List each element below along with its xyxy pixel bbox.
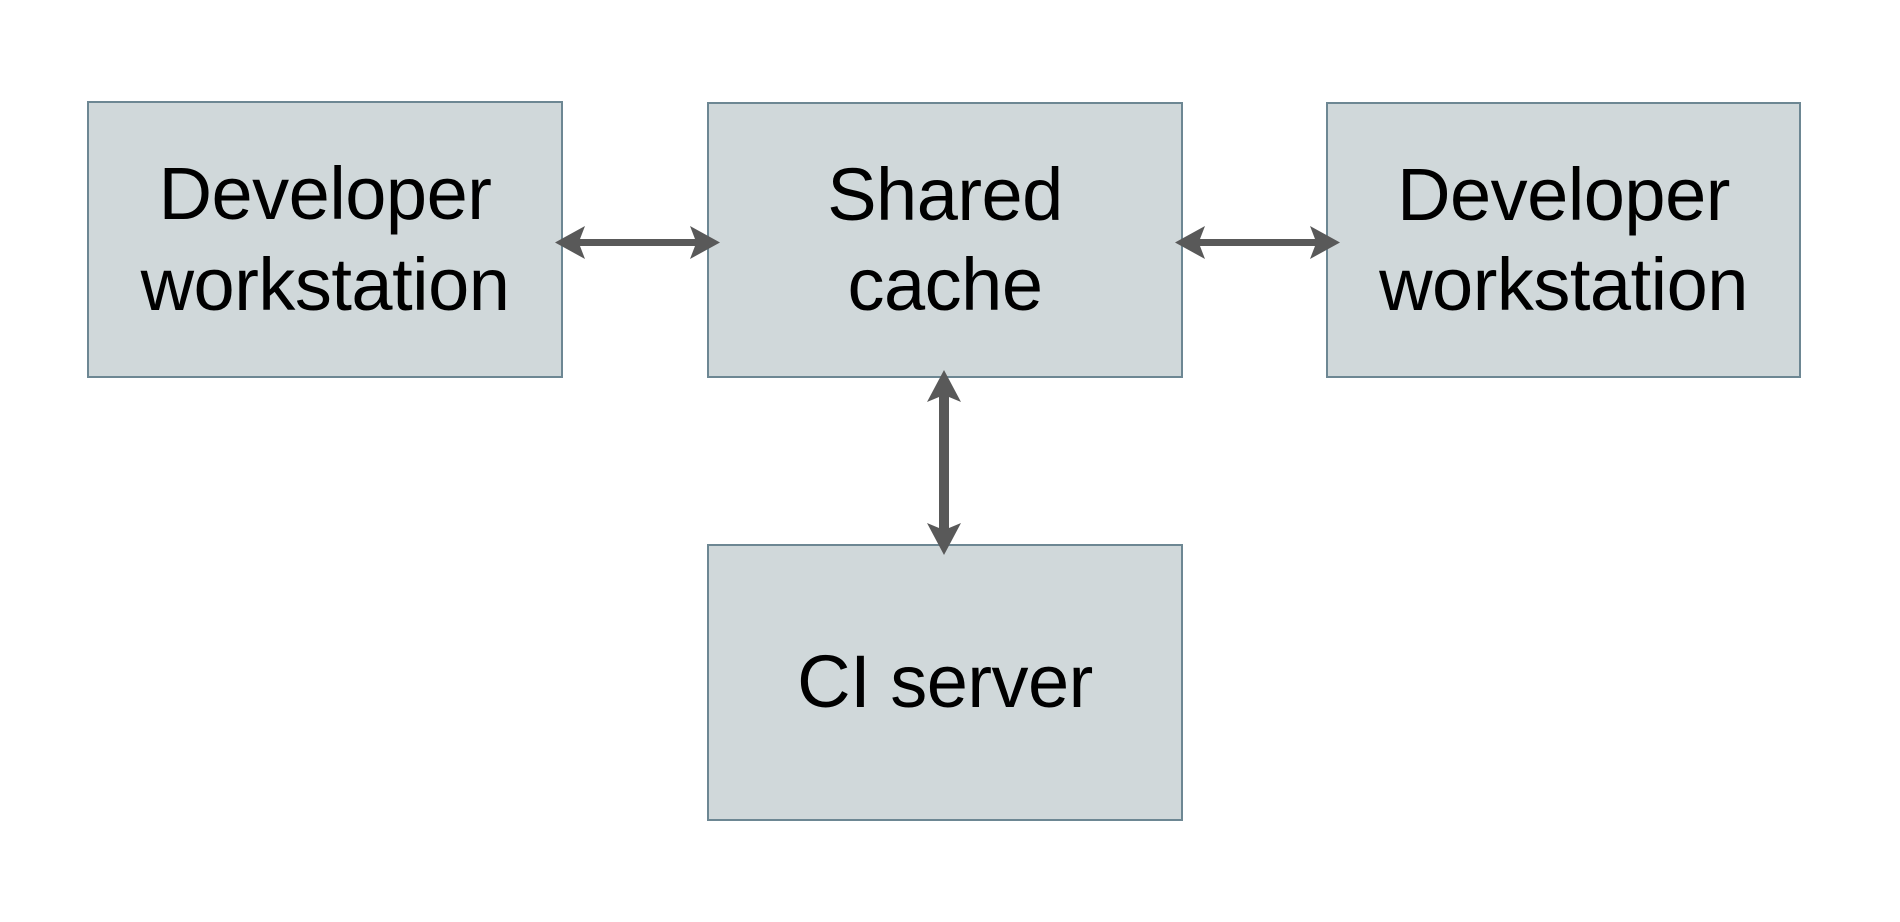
node-label: Shared cache <box>827 152 1063 326</box>
double-arrow-icon <box>555 226 720 259</box>
node-label: Developer workstation <box>1379 152 1748 326</box>
node-label: CI server <box>797 640 1093 724</box>
node-ci-server[interactable]: CI server <box>707 544 1183 821</box>
double-arrow-icon <box>1175 226 1340 259</box>
node-label: Developer workstation <box>140 152 510 326</box>
node-developer-workstation-left[interactable]: Developer workstation <box>87 101 563 378</box>
connector-shared-cache-to-dev-right[interactable] <box>1175 205 1340 280</box>
connector-dev-left-to-shared-cache[interactable] <box>555 205 720 280</box>
node-developer-workstation-right[interactable]: Developer workstation <box>1326 102 1801 378</box>
node-shared-cache[interactable]: Shared cache <box>707 102 1183 378</box>
connector-shared-cache-to-ci-server[interactable] <box>905 370 985 555</box>
double-arrow-icon <box>927 370 961 555</box>
